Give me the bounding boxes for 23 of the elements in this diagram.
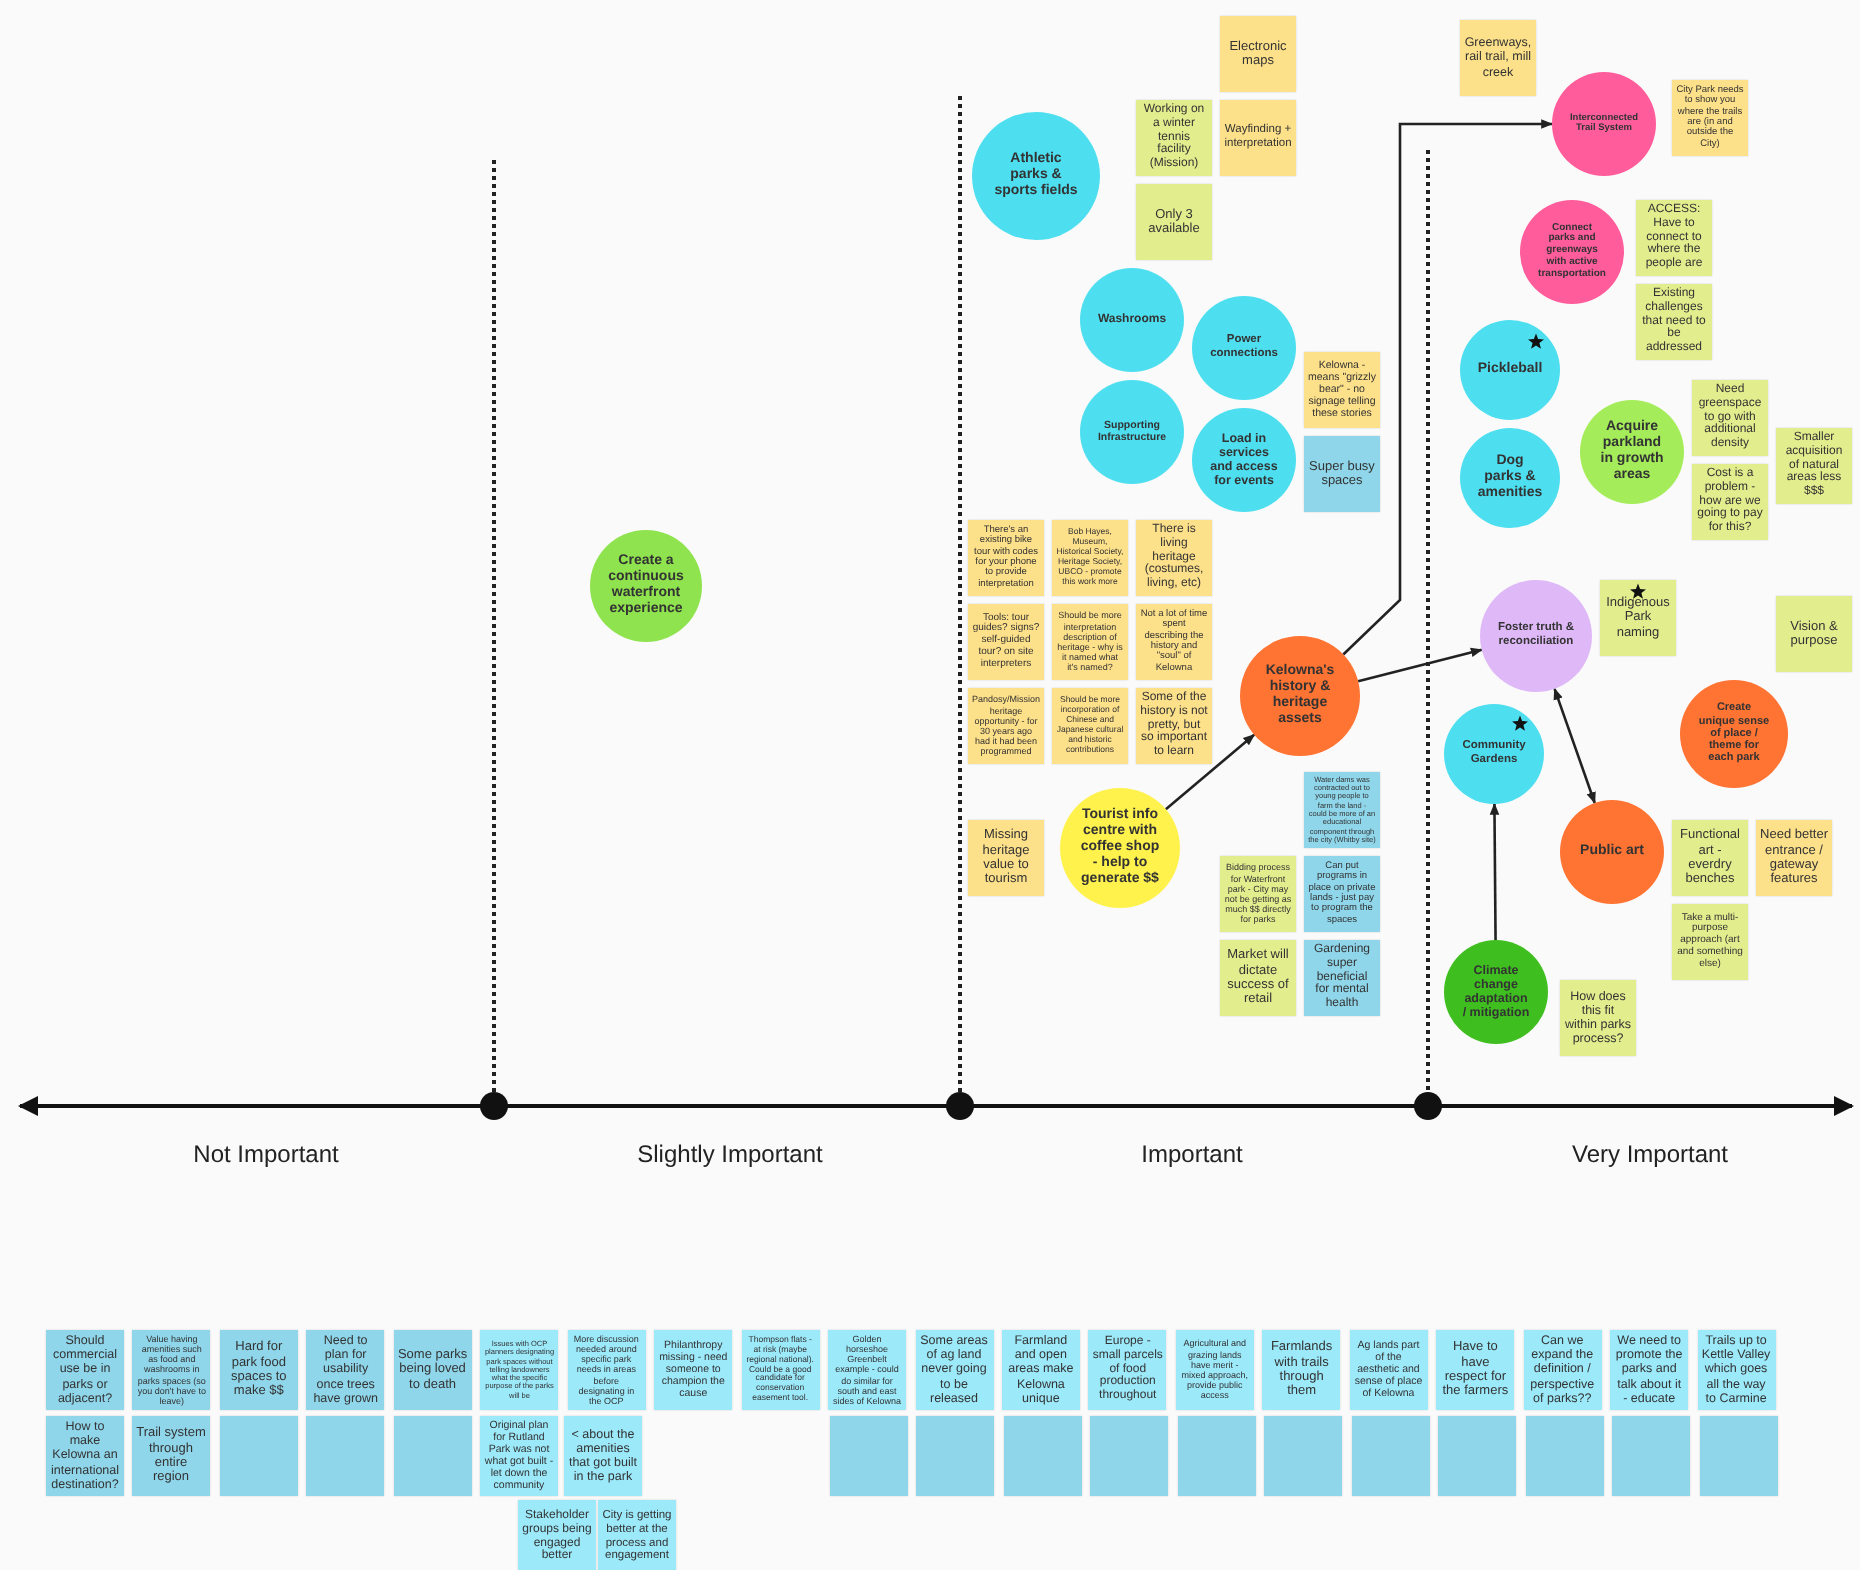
sticky-note: [1090, 1416, 1169, 1496]
sticky-note: [220, 1416, 298, 1496]
sticky-note: [1003, 1416, 1082, 1496]
sticky-note: [1264, 1416, 1343, 1496]
sticky-note: [306, 1416, 384, 1496]
sticky-note: [1438, 1416, 1517, 1496]
arrow: [1165, 733, 1256, 811]
arrow: [1342, 119, 1554, 656]
sticky-note: [394, 1416, 472, 1496]
sticky-note: [1699, 1416, 1777, 1496]
axis-label: Not Important: [193, 1140, 339, 1168]
sticky-note: [1612, 1416, 1691, 1496]
arrow: [1553, 687, 1596, 805]
sticky-note: [1177, 1416, 1256, 1496]
arrow: [1357, 647, 1483, 683]
axis-label: Important: [1141, 1140, 1243, 1168]
axis-label: Slightly Important: [637, 1140, 823, 1168]
sticky-note: [1351, 1416, 1430, 1496]
sticky-note: [1525, 1416, 1604, 1496]
sticky-note: [916, 1416, 995, 1496]
axis-label: Very Important: [1571, 1140, 1729, 1168]
arrow: [1489, 802, 1500, 940]
sticky-note: [830, 1416, 908, 1496]
